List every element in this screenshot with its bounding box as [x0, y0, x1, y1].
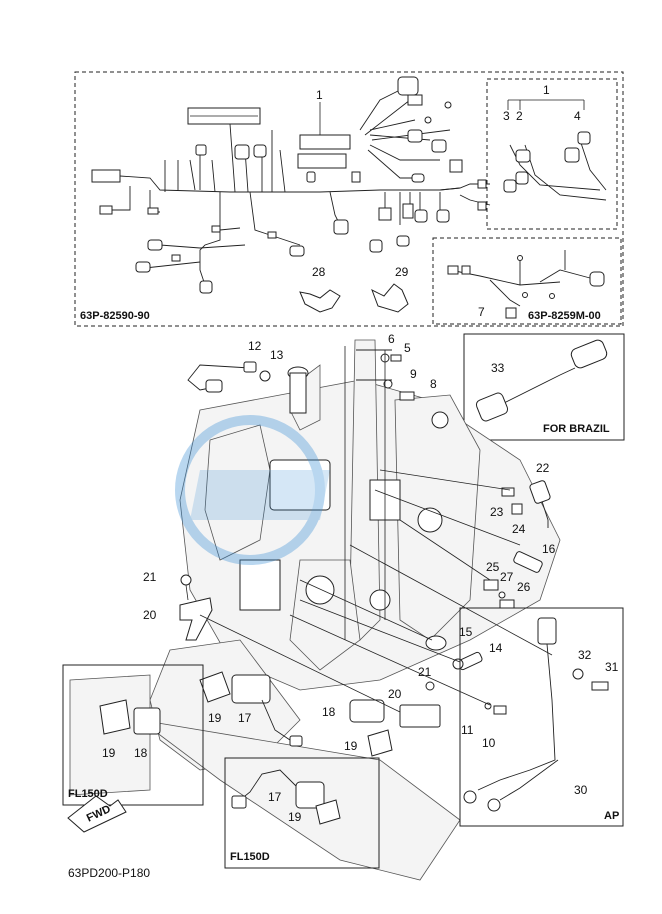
part-label-28: 28 [312, 265, 326, 279]
part-label-27: 27 [500, 570, 514, 584]
part-label-18: 18 [322, 705, 336, 719]
main-harness-box [74, 71, 624, 327]
sensor-part-12 [187, 361, 257, 393]
part-label-22: 22 [536, 461, 550, 475]
part-label-19d: 19 [288, 810, 302, 824]
leader-lines [199, 346, 553, 713]
sensor-part-14 [452, 651, 483, 671]
part-label-26: 26 [517, 580, 531, 594]
brazil-label: FOR BRAZIL [543, 423, 610, 435]
part-label-5: 5 [404, 341, 411, 355]
yamaha-watermark-logo [175, 415, 330, 565]
fl150d-box-2-parts [231, 769, 341, 825]
part-label-15: 15 [459, 625, 473, 639]
sensor-part-16 [513, 551, 543, 573]
grommet-part-19b [367, 729, 393, 757]
washer-part-32 [572, 668, 584, 680]
battery-cable-part-30 [463, 617, 559, 812]
clamp-part-29 [371, 283, 409, 313]
part-label-19b: 19 [344, 739, 358, 753]
part-label-2: 2 [516, 109, 523, 123]
harness-sub-box-bottom [432, 237, 622, 325]
fwd-arrow: FWD [67, 795, 127, 833]
bracket-part-23 [501, 487, 515, 497]
bolt-part-21b [425, 681, 435, 691]
part-label-9: 9 [410, 367, 417, 381]
part-label-6: 6 [388, 332, 395, 346]
bolt-part-31 [591, 681, 609, 691]
part-label-24: 24 [512, 522, 526, 536]
bolt-part-24 [511, 503, 523, 515]
part-label-33: 33 [491, 361, 505, 375]
part-label-21b: 21 [418, 665, 432, 679]
part-label-20: 20 [143, 608, 157, 622]
bolt-part-26 [499, 599, 515, 609]
part-label-19c: 19 [102, 746, 116, 760]
main-harness-code: 63P-82590-90 [80, 310, 150, 322]
bracket-part-25 [483, 579, 499, 591]
bolt-part-5-6 [356, 349, 402, 363]
bolt-part-21 [180, 574, 192, 601]
part-label-29: 29 [395, 265, 409, 279]
fl150d-box-1 [62, 664, 204, 806]
fl150d-label-1: FL150D [68, 788, 108, 800]
part-label-23: 23 [490, 505, 504, 519]
brazil-box [463, 333, 625, 441]
part-label-13: 13 [270, 348, 284, 362]
part-label-1-main: 1 [316, 88, 323, 102]
sensor-part-22 [529, 480, 551, 528]
part-label-19: 19 [208, 711, 222, 725]
sensor-part-33 [475, 339, 608, 422]
fl150d-label-2: FL150D [230, 851, 270, 863]
part-label-30: 30 [574, 783, 588, 797]
part-label-21: 21 [143, 570, 157, 584]
part-label-20b: 20 [388, 687, 402, 701]
part-label-3: 3 [503, 109, 510, 123]
part-label-16: 16 [542, 542, 556, 556]
part-label-32: 32 [578, 648, 592, 662]
sub-harness-code: 63P-8259M-00 [528, 310, 601, 322]
part-label-25: 25 [486, 560, 500, 574]
clamp-part-28 [299, 289, 341, 313]
part-label-1-sub: 1 [543, 83, 550, 97]
bolt-part-10 [493, 705, 507, 715]
part-label-11: 11 [461, 723, 474, 737]
sub-harness-part-1 [503, 99, 607, 201]
washer-part-13 [259, 370, 271, 382]
fl150d-box-2 [224, 757, 380, 869]
main-wire-harness [91, 76, 491, 294]
switch-part-18 [349, 699, 385, 723]
part-label-4: 4 [574, 109, 581, 123]
part-label-17b: 17 [268, 790, 282, 804]
fl150d-box-1-parts [69, 674, 161, 796]
part-label-31: 31 [605, 660, 619, 674]
part-label-8: 8 [430, 377, 437, 391]
bracket-part-20 [179, 597, 213, 641]
drawing-code: 63PD200-P180 [68, 866, 150, 880]
sub-harness-part-7 [447, 250, 605, 319]
grommet-part-19 [199, 671, 231, 703]
bolt-part-8-9 [356, 379, 415, 401]
harness-sub-box-right [486, 78, 618, 230]
grommet-part-15 [425, 635, 447, 651]
washer-part-27 [498, 591, 506, 599]
part-label-17: 17 [238, 711, 252, 725]
part-label-10: 10 [482, 736, 496, 750]
part-label-18b: 18 [134, 746, 148, 760]
bracket-part-20b [399, 704, 441, 728]
ap-box [459, 607, 624, 827]
part-label-14: 14 [489, 641, 503, 655]
switch-part-17 [231, 674, 303, 747]
part-label-12: 12 [248, 339, 262, 353]
ap-label: AP [604, 810, 619, 822]
part-label-7: 7 [478, 305, 485, 319]
